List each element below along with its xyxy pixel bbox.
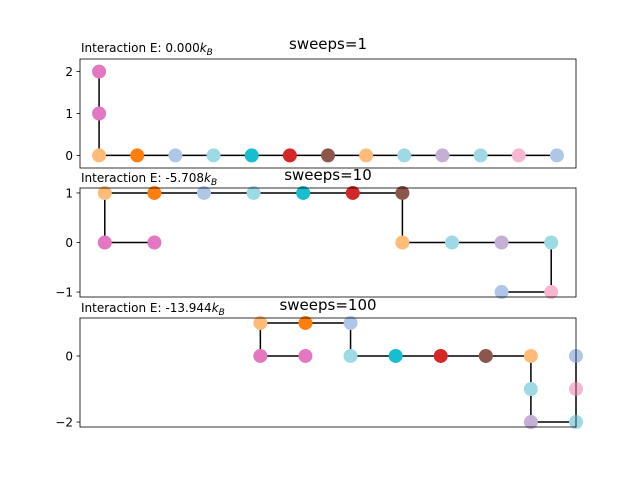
panel-title: sweeps=1	[289, 35, 367, 53]
energy-label: Interaction E: 0.000kB	[81, 41, 213, 58]
monomer-point-5	[343, 348, 358, 363]
energy-label: Interaction E: -13.944kB	[81, 301, 225, 318]
y-tick-label: 1	[65, 107, 73, 121]
energy-label: Interaction E: -5.708kB	[81, 171, 217, 188]
panel-title: sweeps=100	[279, 296, 376, 314]
panel-sweeps-10: sweeps=10 Interaction E: -5.708kB −1 0 1	[55, 166, 577, 300]
panel-sweeps-1: sweeps=1 Interaction E: 0.000kB 0 1 2	[65, 35, 577, 169]
panel-title: sweeps=10	[284, 166, 372, 184]
monomer-point-0	[147, 235, 162, 250]
monomer-point-4	[197, 185, 211, 200]
y-tick-label: 2	[65, 65, 73, 79]
monomer-point-10	[523, 382, 538, 397]
monomer-point-2	[253, 315, 268, 330]
monomer-point-8	[321, 148, 335, 163]
monomer-point-5	[206, 148, 221, 163]
panel-sweeps-100: sweeps=100 Interaction E: -13.944kB −2 0	[55, 296, 583, 430]
monomer-point-8	[478, 348, 493, 363]
monomer-point-11	[435, 148, 450, 163]
monomer-point-12	[473, 148, 488, 163]
monomer-point-2	[97, 185, 112, 200]
monomer-point-3	[298, 315, 313, 330]
y-tick-label: 0	[65, 349, 73, 363]
monomer-point-14	[494, 285, 509, 300]
monomer-point-2	[92, 148, 107, 163]
monomer-point-4	[168, 148, 183, 163]
monomer-point-6	[388, 348, 403, 363]
monomer-point-9	[523, 348, 538, 363]
monomer-point-10	[397, 148, 412, 163]
monomer-point-0	[298, 348, 313, 363]
monomer-point-7	[282, 148, 297, 163]
monomer-point-0	[92, 64, 107, 79]
monomer-point-3	[130, 148, 145, 163]
axes-frame	[79, 317, 577, 428]
monomer-point-11	[523, 415, 538, 430]
monomer-point-13	[544, 285, 559, 300]
y-tick-label: 0	[65, 149, 73, 163]
monomer-point-13	[511, 148, 526, 163]
monomer-point-6	[296, 185, 311, 200]
monomer-point-10	[445, 235, 459, 250]
monomer-point-6	[244, 148, 259, 163]
monomer-point-1	[97, 235, 112, 250]
monomer-point-1	[92, 106, 107, 121]
monomer-point-12	[544, 235, 559, 250]
monomer-point-4	[343, 315, 358, 330]
y-tick-label: −2	[55, 416, 73, 430]
y-tick-label: −1	[55, 286, 73, 300]
monomer-point-14	[549, 148, 564, 163]
monomer-point-3	[147, 185, 162, 200]
monomer-point-9	[359, 148, 374, 163]
monomer-point-1	[253, 348, 268, 363]
monomer-point-11	[494, 235, 509, 250]
monomer-point-8	[395, 185, 410, 200]
y-tick-label: 0	[65, 236, 73, 250]
monomer-point-7	[345, 185, 360, 200]
y-tick-label: 1	[65, 186, 73, 200]
monomer-point-7	[433, 348, 448, 363]
monomer-point-9	[395, 235, 410, 250]
monomer-point-5	[246, 185, 261, 200]
